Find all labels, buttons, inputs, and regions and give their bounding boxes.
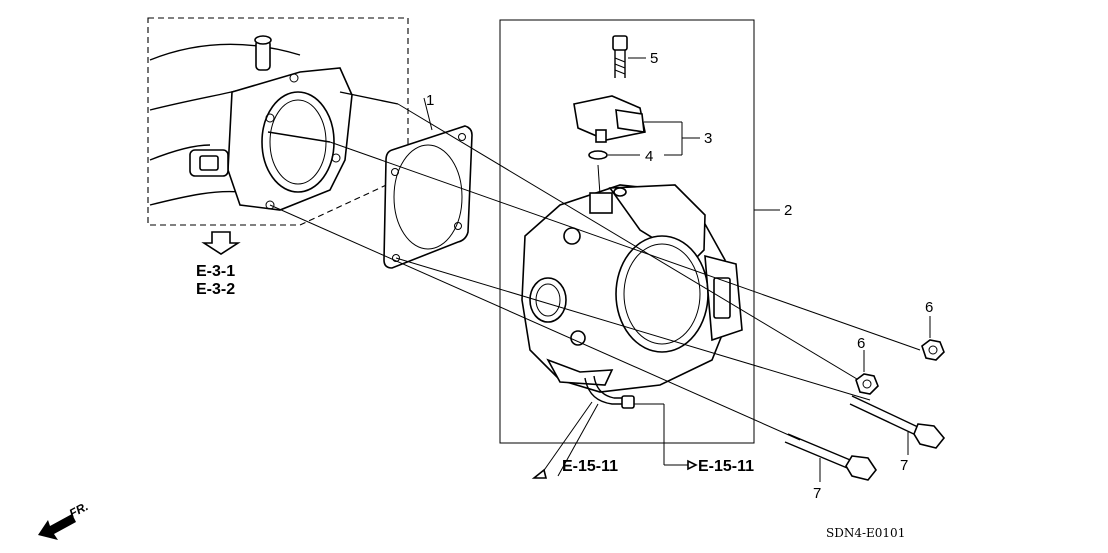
- reference-arrow: [201, 231, 241, 255]
- reference-e-3-1: E-3-1: [196, 263, 235, 280]
- bolt-part-7-left: [784, 433, 877, 481]
- callout-6-lower: 6: [857, 335, 865, 352]
- callout-7-left: 7: [813, 485, 821, 502]
- front-arrow-icon: [38, 514, 76, 540]
- diagram-code: SDN4-E0101: [826, 526, 905, 540]
- assembly-lines: [269, 103, 921, 441]
- callout-7-right: 7: [900, 457, 908, 474]
- screw-part-5: [612, 35, 628, 78]
- reference-e-15-11-right: E-15-11: [698, 458, 754, 475]
- throttle-body-part-2: [521, 184, 743, 409]
- sensor-part-3: [573, 95, 646, 143]
- intake-manifold: [147, 17, 409, 226]
- nut-part-6-upper: [921, 339, 945, 361]
- reference-e-15-11-left: E-15-11: [562, 458, 618, 475]
- callout-2: 2: [784, 202, 792, 219]
- callout-3: 3: [704, 130, 712, 147]
- assembly-boundary: [499, 19, 755, 444]
- nut-part-6-lower: [855, 373, 879, 395]
- gasket: [383, 125, 473, 269]
- callout-4: 4: [645, 148, 653, 165]
- reference-leaders: [531, 401, 698, 479]
- o-ring-part-4: [588, 150, 608, 160]
- callout-6-upper: 6: [925, 299, 933, 316]
- callout-5: 5: [650, 50, 658, 67]
- reference-e-3-2: E-3-2: [196, 281, 235, 298]
- callout-1: 1: [426, 92, 434, 109]
- bolt-part-7-right: [849, 395, 946, 449]
